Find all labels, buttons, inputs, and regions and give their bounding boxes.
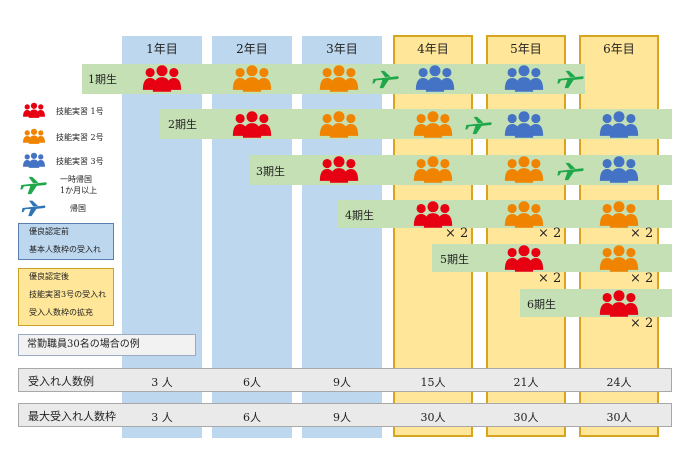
box-after-line3: 受入人数枠の拡充 <box>29 308 93 317</box>
box-before-certification: 優良認定前 基本人数枠の受入れ <box>18 223 114 260</box>
temporary-return-plane-icon <box>372 69 400 89</box>
box-before-line2: 基本人数枠の受入れ <box>29 245 101 254</box>
legend-temporary-return-label: 一時帰国 1か月以上 <box>60 175 98 195</box>
people-icon-type2 <box>318 64 360 92</box>
box-before-line1: 優良認定前 <box>29 227 69 236</box>
summary-value: 21人 <box>513 376 539 389</box>
year-header-3: 3年目 <box>326 42 358 56</box>
people-icon-type2 <box>412 110 454 138</box>
summary-value: 9人 <box>333 411 351 424</box>
legend-return-label: 帰国 <box>70 204 86 213</box>
box-after-certification: 優良認定後 技能実習3号の受入れ 受入人数枠の拡充 <box>18 268 114 326</box>
people-icon-type2 <box>231 64 273 92</box>
summary-row-label: 受入れ人数例 <box>28 375 94 388</box>
people-icon-type1 <box>318 155 360 183</box>
people-icon-type1 <box>503 244 545 272</box>
summary-value: 6人 <box>243 411 261 424</box>
summary-row-label: 最大受入れ人数枠 <box>28 410 116 423</box>
box-after-line2: 技能実習3号の受入れ <box>29 290 107 299</box>
year-header-4: 4年目 <box>417 42 449 56</box>
people-icon-type2 <box>412 155 454 183</box>
times-two-label: × 2 <box>630 271 654 286</box>
legend-people-type2-icon <box>22 128 46 144</box>
box-after-line1: 優良認定後 <box>29 272 69 281</box>
summary-value: 3 人 <box>151 411 173 424</box>
generation-label-4: 4期生 <box>345 209 374 222</box>
times-two-label: × 2 <box>538 271 562 286</box>
summary-value: 24人 <box>606 376 632 389</box>
people-icon-type1 <box>231 110 273 138</box>
temporary-return-plane-icon <box>557 69 585 89</box>
generation-label-3: 3期生 <box>256 165 285 178</box>
year-header-2: 2年目 <box>236 42 268 56</box>
summary-row-max-capacity <box>18 403 672 427</box>
generation-label-5: 5期生 <box>440 253 469 266</box>
generation-band-6 <box>520 289 672 317</box>
people-icon-type3 <box>503 64 545 92</box>
generation-label-2: 2期生 <box>168 118 197 131</box>
summary-value: 3 人 <box>151 376 173 389</box>
generation-label-1: 1期生 <box>88 73 117 86</box>
summary-value: 15人 <box>420 376 446 389</box>
legend-people-type3-icon <box>22 152 46 168</box>
people-icon-type2 <box>318 110 360 138</box>
people-icon-type2 <box>503 200 545 228</box>
people-icon-type3 <box>598 110 640 138</box>
people-icon-type1 <box>598 289 640 317</box>
times-two-label: × 2 <box>445 226 469 241</box>
people-icon-type1 <box>141 64 183 92</box>
times-two-label: × 2 <box>630 316 654 331</box>
legend-type2-label: 技能実習 2号 <box>56 133 104 142</box>
year-header-1: 1年目 <box>146 42 178 56</box>
temporary-return-plane-icon <box>557 161 585 181</box>
people-icon-type3 <box>598 155 640 183</box>
legend-type1-label: 技能実習 1号 <box>56 107 104 116</box>
people-icon-type2 <box>598 244 640 272</box>
year-header-5: 5年目 <box>510 42 542 56</box>
legend-return-plane-icon <box>18 199 50 217</box>
times-two-label: × 2 <box>538 226 562 241</box>
summary-row-accepted-example <box>18 368 672 392</box>
summary-value: 9人 <box>333 376 351 389</box>
people-icon-type2 <box>503 155 545 183</box>
generation-label-6: 6期生 <box>527 298 556 311</box>
legend-type3-label: 技能実習 3号 <box>56 157 104 166</box>
legend-temporary-return-plane-icon <box>18 175 50 195</box>
people-icon-type3 <box>414 64 456 92</box>
summary-value: 30人 <box>606 411 632 424</box>
temporary-return-plane-icon <box>465 115 493 135</box>
people-icon-type1 <box>412 200 454 228</box>
summary-value: 30人 <box>513 411 539 424</box>
summary-value: 30人 <box>420 411 446 424</box>
summary-value: 6人 <box>243 376 261 389</box>
times-two-label: × 2 <box>630 226 654 241</box>
people-icon-type2 <box>598 200 640 228</box>
people-icon-type3 <box>503 110 545 138</box>
year-header-6: 6年目 <box>603 42 635 56</box>
example-label-box: 常勤職員30名の場合の例 <box>18 334 196 356</box>
legend-people-type1-icon <box>22 102 46 118</box>
